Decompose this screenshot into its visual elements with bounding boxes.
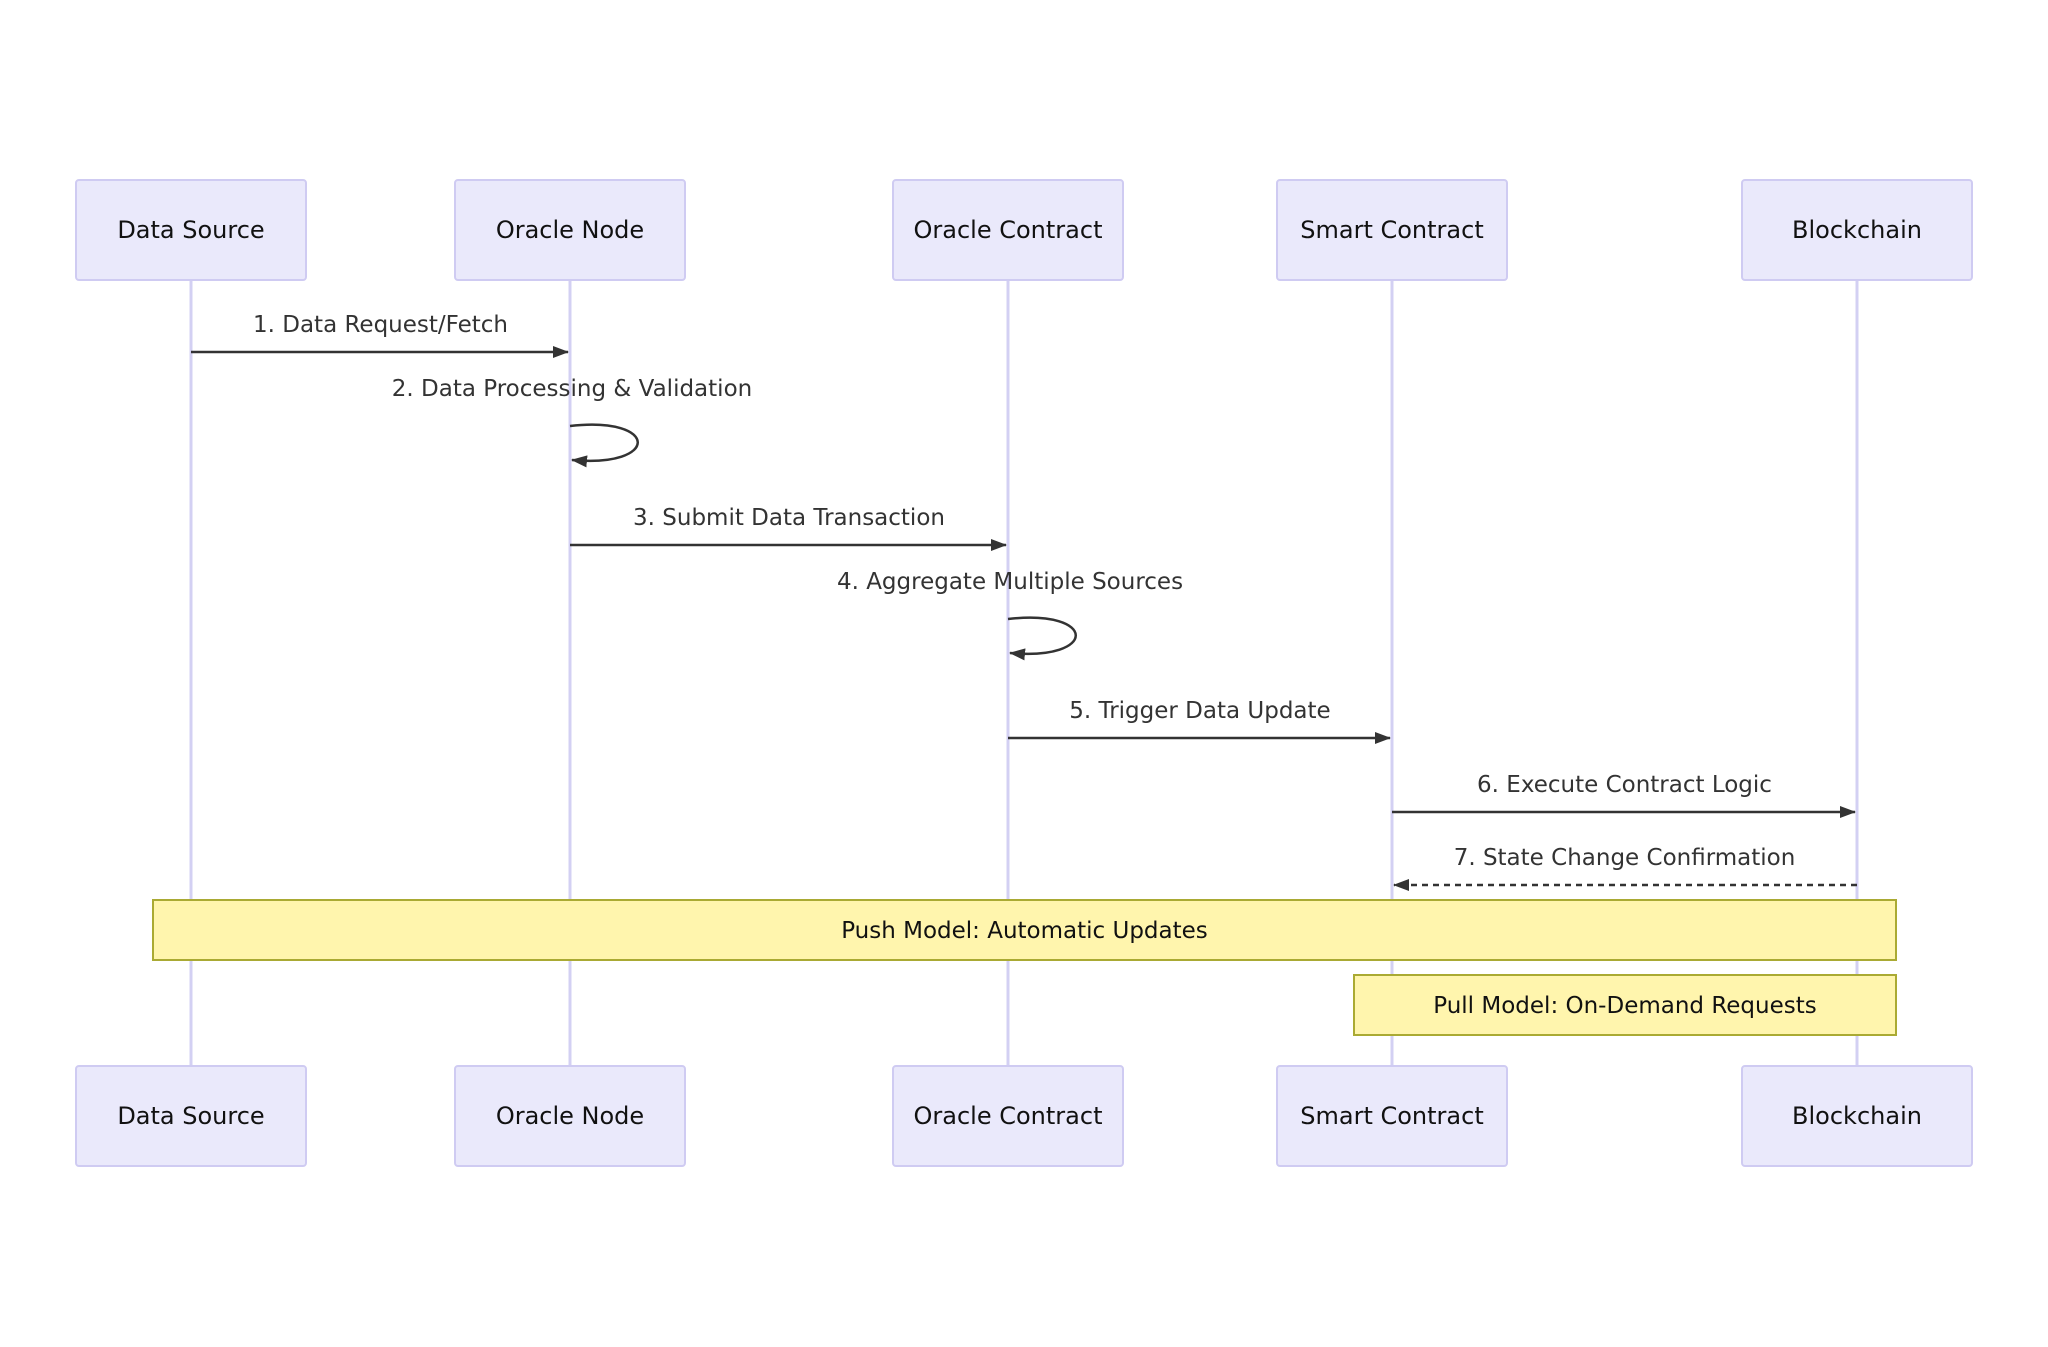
actor-label: Smart Contract [1300, 216, 1483, 244]
actor-box [454, 179, 686, 281]
message-label: 6. Execute Contract Logic [1477, 772, 1772, 798]
actor-bottom-smart-contract: Smart Contract [1276, 1065, 1508, 1167]
message-4: 4. Aggregate Multiple Sources [837, 569, 1183, 661]
note-label: Pull Model: On-Demand Requests [1433, 993, 1817, 1019]
actor-label: Data Source [117, 1102, 264, 1130]
message-label: 4. Aggregate Multiple Sources [837, 569, 1183, 595]
actor-box [1276, 179, 1508, 281]
actor-label: Oracle Node [496, 216, 644, 244]
actor-label: Oracle Contract [914, 1102, 1103, 1130]
note-box [152, 899, 1897, 961]
actor-box [454, 1065, 686, 1167]
actor-top-blockchain: Blockchain [1741, 179, 1973, 281]
self-loop-arrow [1007, 616, 1077, 661]
self-loop-arrow [569, 423, 639, 468]
actor-top-data-source: Data Source [75, 179, 307, 281]
message-label: 5. Trigger Data Update [1069, 698, 1330, 724]
message-1: 1. Data Request/Fetch [191, 312, 569, 358]
actor-box [1741, 1065, 1973, 1167]
actor-bottom-blockchain: Blockchain [1741, 1065, 1973, 1167]
actor-bottom-data-source: Data Source [75, 1065, 307, 1167]
actor-box [1741, 179, 1973, 281]
note-box [1353, 974, 1897, 1036]
actor-box [75, 1065, 307, 1167]
message-label: 1. Data Request/Fetch [253, 312, 508, 338]
message-label: 2. Data Processing & Validation [392, 376, 752, 402]
actor-box [1276, 1065, 1508, 1167]
actor-label: Data Source [117, 216, 264, 244]
message-7: 7. State Change Confirmation [1393, 845, 1857, 891]
actor-label: Blockchain [1792, 216, 1922, 244]
note-push-model-automatic-updates: Push Model: Automatic Updates [152, 899, 1897, 961]
message-6: 6. Execute Contract Logic [1392, 772, 1856, 818]
actor-label: Oracle Node [496, 1102, 644, 1130]
actor-label: Oracle Contract [914, 216, 1103, 244]
actor-box [892, 179, 1124, 281]
actor-box [892, 1065, 1124, 1167]
actor-bottom-oracle-node: Oracle Node [454, 1065, 686, 1167]
actor-label: Blockchain [1792, 1102, 1922, 1130]
messages: 1. Data Request/Fetch 2. Data Processing … [191, 312, 1857, 891]
message-2: 2. Data Processing & Validation [392, 376, 752, 468]
actor-label: Smart Contract [1300, 1102, 1483, 1130]
actor-top-oracle-contract: Oracle Contract [892, 179, 1124, 281]
actor-bottom-oracle-contract: Oracle Contract [892, 1065, 1124, 1167]
actor-top-oracle-node: Oracle Node [454, 179, 686, 281]
actor-box [75, 179, 307, 281]
message-3: 3. Submit Data Transaction [570, 505, 1007, 551]
message-label: 7. State Change Confirmation [1454, 845, 1796, 871]
actor-top-smart-contract: Smart Contract [1276, 179, 1508, 281]
message-5: 5. Trigger Data Update [1008, 698, 1391, 744]
message-label: 3. Submit Data Transaction [633, 505, 945, 531]
note-label: Push Model: Automatic Updates [841, 918, 1208, 944]
note-pull-model-on-demand-requests: Pull Model: On-Demand Requests [1353, 974, 1897, 1036]
